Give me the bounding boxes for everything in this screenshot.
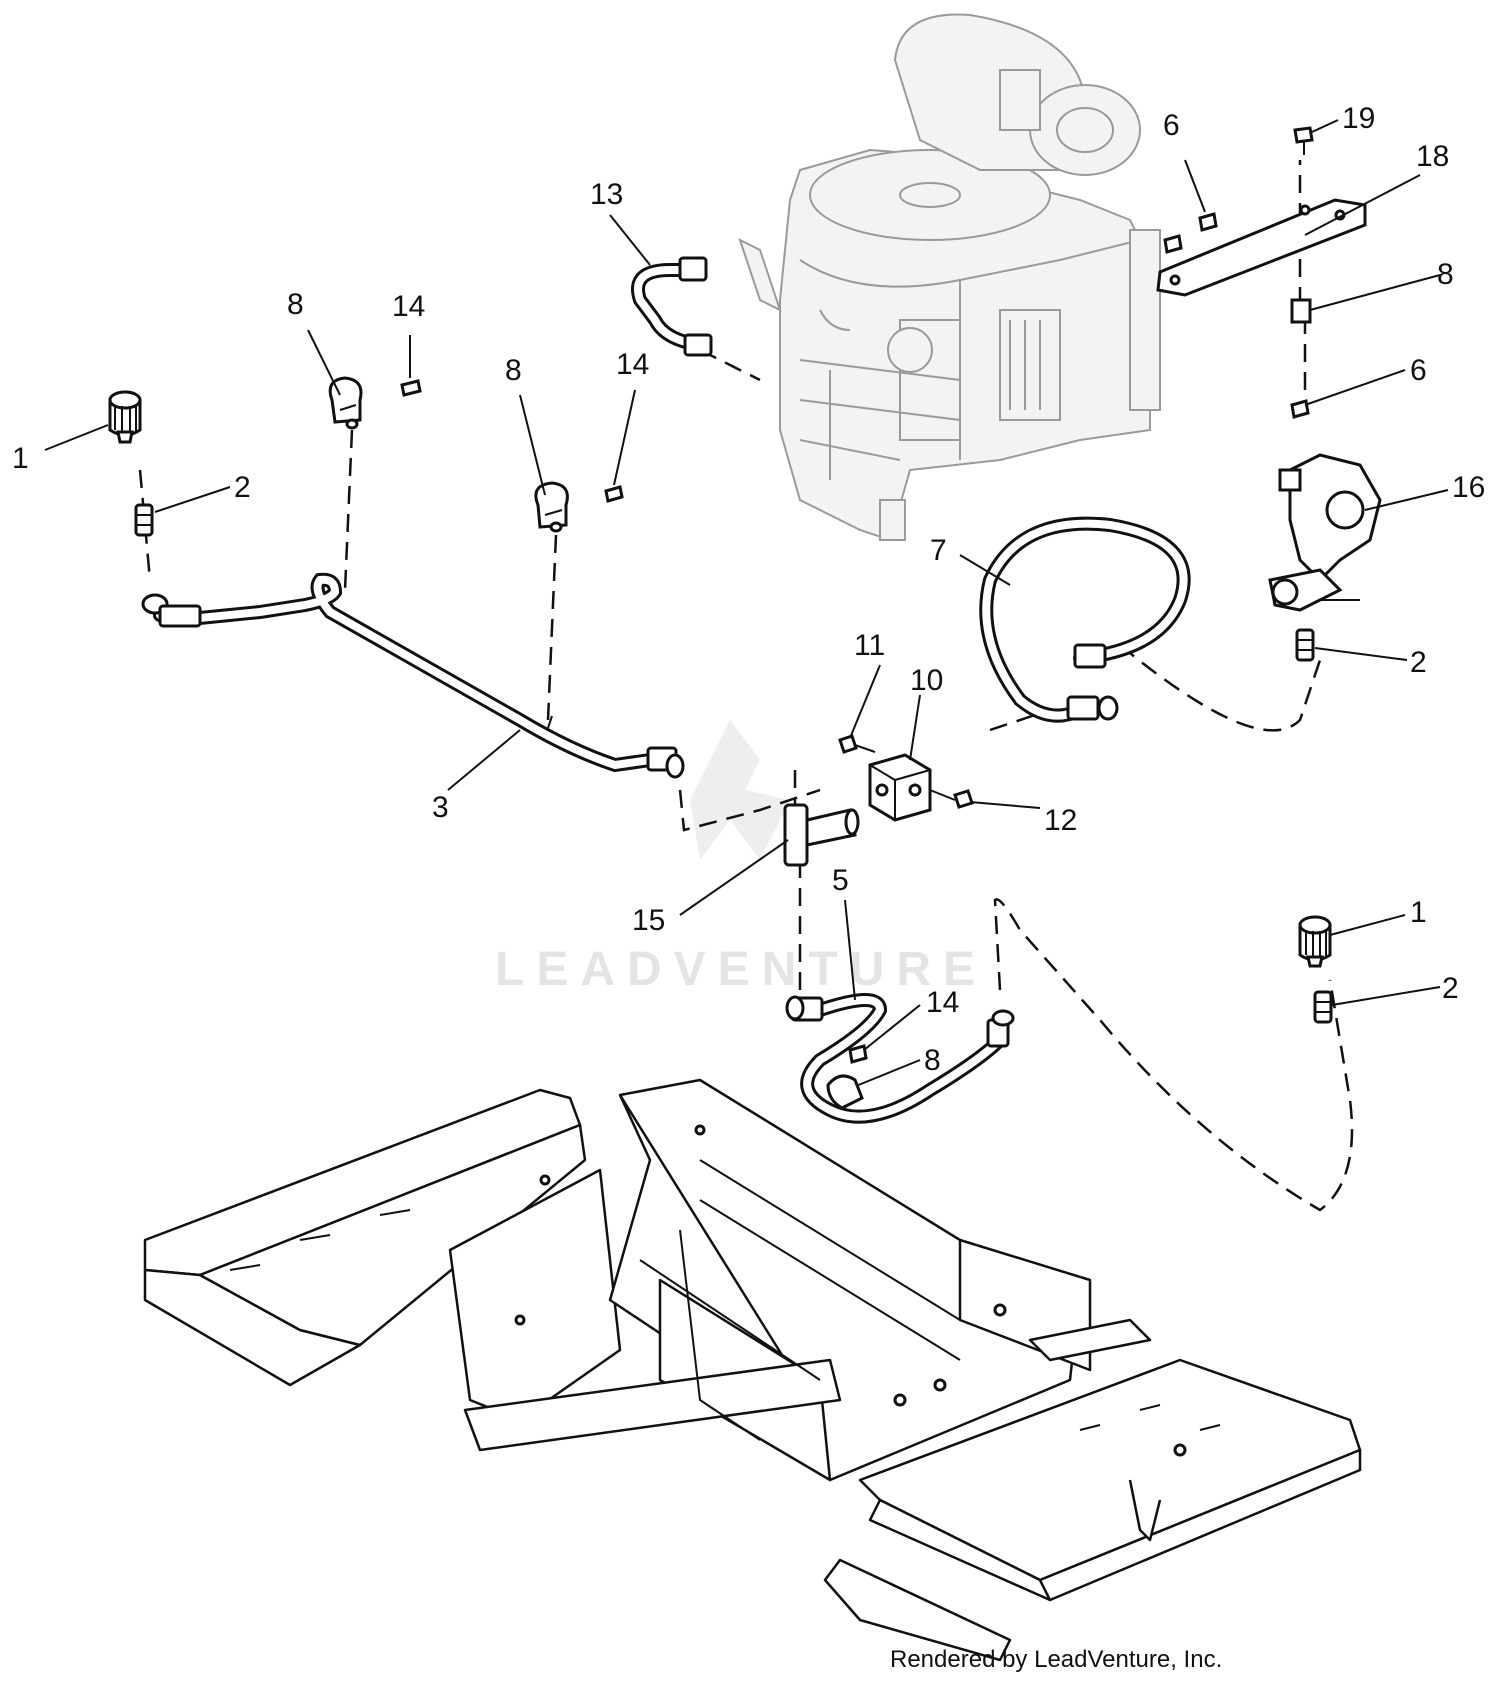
part-10-block <box>868 753 932 822</box>
watermark-text: LEADVENTURE <box>495 943 987 996</box>
callout-12: 12 <box>1044 804 1077 837</box>
callout-leaders <box>44 119 1449 1087</box>
part-8-clamp-d <box>826 1074 864 1110</box>
part-19-bolt <box>1293 126 1314 155</box>
part-1-breather-left <box>108 390 142 444</box>
part-7-hose-loop <box>979 516 1191 723</box>
part-15-tee <box>783 803 860 867</box>
callout-3: 3 <box>432 791 449 824</box>
part-5-hose <box>785 993 1015 1124</box>
part-2-fitting-right <box>1313 990 1333 1024</box>
callout-11: 11 <box>854 629 885 662</box>
callout-15: 15 <box>632 904 665 937</box>
callout-2-left: 2 <box>234 471 251 504</box>
callout-14-b: 14 <box>616 348 649 381</box>
part-6-nut-c <box>1290 399 1310 419</box>
callout-6-a: 6 <box>1163 109 1180 142</box>
callout-14-c: 14 <box>926 986 959 1019</box>
callout-2-pump: 2 <box>1410 646 1427 679</box>
part-6-nut-a <box>1198 212 1218 232</box>
render-credit: Rendered by LeadVenture, Inc. <box>890 1646 1223 1673</box>
callout-2-right: 2 <box>1442 972 1459 1005</box>
part-2-fitting-left <box>134 503 154 537</box>
callout-19: 19 <box>1342 102 1375 135</box>
callout-7: 7 <box>930 534 947 567</box>
part-16-pump <box>1268 453 1382 612</box>
callout-18: 18 <box>1416 140 1449 173</box>
callout-14-a: 14 <box>392 290 425 323</box>
callout-1-right: 1 <box>1410 896 1427 929</box>
callout-5: 5 <box>832 864 849 897</box>
callout-10: 10 <box>910 664 943 697</box>
assembly-lines <box>138 160 1354 1212</box>
part-1-breather-right <box>1298 915 1332 968</box>
callout-1-left: 1 <box>12 442 29 475</box>
mower-frame <box>143 1078 1362 1662</box>
part-14-nut-b <box>604 485 624 503</box>
callout-8-c: 8 <box>1437 258 1454 291</box>
callout-8-a: 8 <box>287 288 304 321</box>
part-6-nut-b <box>1163 234 1183 254</box>
callout-8-d: 8 <box>924 1044 941 1077</box>
part-2-fitting-pump <box>1295 628 1315 662</box>
part-3-hydraulic-tube <box>141 572 685 779</box>
engine <box>738 13 1161 542</box>
part-18-plate <box>1156 198 1367 297</box>
part-11-bolt <box>838 734 876 754</box>
watermark: LEADVENTURE <box>495 720 987 996</box>
callout-8-b: 8 <box>505 354 522 387</box>
callout-16: 16 <box>1452 471 1485 504</box>
callout-labels: 1 2 8 14 8 14 3 13 6 19 18 8 6 16 7 2 11… <box>12 102 1485 1077</box>
part-14-nut-a <box>400 379 422 397</box>
part-8-clamp-c <box>1290 298 1312 324</box>
callout-6-b: 6 <box>1410 354 1427 387</box>
part-13-hose <box>631 256 713 357</box>
part-14-nut-c <box>848 1044 868 1064</box>
part-12-bolt <box>929 789 974 809</box>
part-8-clamp-b <box>534 481 569 533</box>
callout-13: 13 <box>590 178 623 211</box>
